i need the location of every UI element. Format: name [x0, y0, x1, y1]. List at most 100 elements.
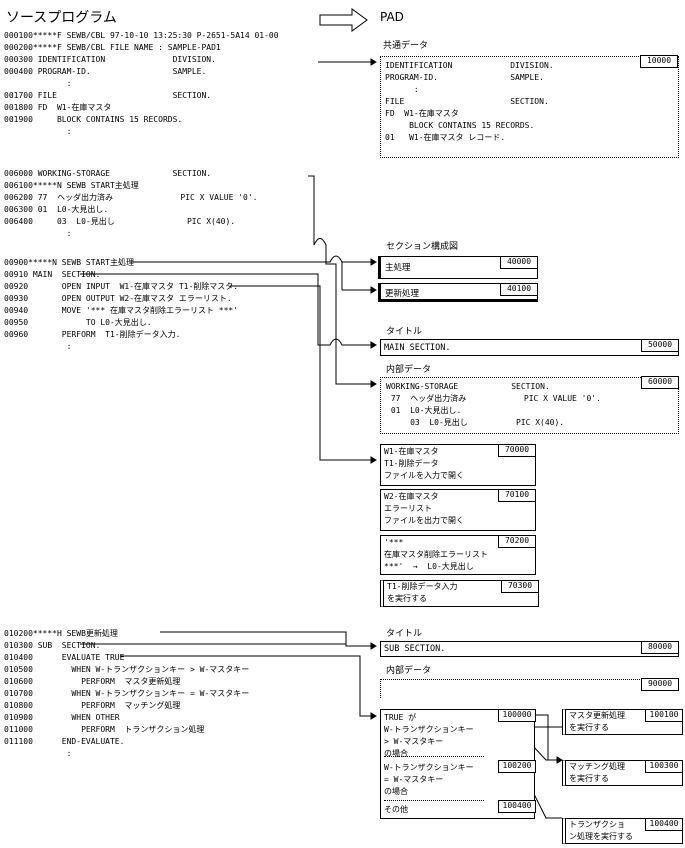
title1-box: 50000 MAIN SECTION.: [380, 339, 679, 356]
text-line: 001700 FILE SECTION.: [4, 91, 212, 100]
text-line: 000200*****F SEWB/CBL FILE NAME : SAMPLE…: [4, 43, 221, 52]
text-line: 010300 SUB SECTION.: [4, 641, 101, 650]
text-line: 001800 FD W1-在庫マスタ: [4, 103, 112, 112]
process-lines: '*** 在庫マスタ削除エラーリスト ***' → L0-大見出し: [384, 537, 488, 573]
text-line: 000400 PROGRAM-ID. SAMPLE.: [4, 67, 207, 76]
text-line: その他: [384, 805, 408, 814]
section-item-label: 更新処理: [385, 289, 420, 299]
internal-data2-number: 90000: [641, 678, 679, 691]
text-line: 在庫マスタ削除エラーリスト: [384, 550, 488, 559]
source-program-title: ソースプログラム: [6, 10, 117, 26]
text-line: 010700 WHEN W-トランザクションキー = W-マスタキー: [4, 689, 250, 698]
text-line: 77 ヘッダ出力済み PIC X VALUE '0'.: [386, 394, 601, 403]
divider: [384, 756, 484, 757]
source-block-1: 000100*****F SEWB/CBL 97-10-10 13:25:30 …: [4, 30, 279, 138]
text-line: エラーリスト: [384, 504, 432, 513]
action-lines: マスタ更新処理を実行する: [569, 710, 625, 734]
text-line: 006000 WORKING-STORAGE SECTION.: [4, 169, 212, 178]
text-line: の場合: [384, 749, 408, 758]
text-line: 001900 BLOCK CONTAINS 15 RECORDS.: [4, 115, 183, 124]
text-line: を実行する: [569, 774, 609, 783]
process-box[interactable]: 70200 '*** 在庫マスタ削除エラーリスト ***' → L0-大見出し: [380, 535, 536, 575]
text-line: ン処理を実行する: [569, 832, 633, 841]
text-line: 006100*****N SEWB START主処理: [4, 181, 139, 190]
process-lines: T1-削除データ入力を実行する: [387, 581, 457, 605]
process-number: 70200: [498, 535, 536, 548]
text-line: 00920 OPEN INPUT W1-在庫マスタ T1-削除マスタ.: [4, 282, 239, 291]
section-item-number: 40000: [500, 256, 538, 269]
text-line: BLOCK CONTAINS 15 RECORDS.: [385, 121, 535, 130]
text-line: 006400 03 L0-見出し PIC X(40).: [4, 217, 236, 226]
section-item-label: 主処理: [385, 263, 411, 273]
text-line: 011000 PERFORM トランザクション処理: [4, 725, 205, 734]
text-line: '***: [384, 538, 404, 547]
action-box[interactable]: 100100 マスタ更新処理を実行する: [562, 709, 683, 735]
text-line: 03 L0-見出し PIC X(40).: [386, 418, 565, 427]
text-line: T1-削除データ: [384, 459, 439, 468]
text-line: FILE SECTION.: [385, 97, 549, 106]
text-line: :: [385, 85, 419, 94]
pad-title: PAD: [380, 10, 404, 24]
text-line: 010200*****H SEWB更新処理: [4, 629, 118, 638]
text-line: 006200 77 ヘッダ出力済み PIC X VALUE '0'.: [4, 193, 258, 202]
case-number: 100000: [498, 709, 536, 722]
text-line: 010900 WHEN OTHER: [4, 713, 120, 722]
divider: [384, 800, 484, 801]
text-line: を実行する: [387, 594, 427, 603]
text-line: 010600 PERFORM マスタ更新処理: [4, 677, 181, 686]
case-number: 100400: [498, 800, 536, 813]
text-line: 010500 WHEN W-トランザクションキー > W-マスタキー: [4, 665, 250, 674]
process-box[interactable]: 70100 W2-在庫マスタエラーリストファイルを出力で開く: [380, 489, 536, 531]
action-number: 100100: [645, 709, 683, 722]
section-item-number: 40100: [500, 283, 538, 296]
action-box[interactable]: 100400 トランザクション処理を実行する: [562, 818, 683, 844]
section-item-update[interactable]: 40100 更新処理: [378, 283, 538, 302]
section-item-main[interactable]: 40000 主処理: [378, 256, 538, 279]
text-line: W1-在庫マスタ: [384, 447, 439, 456]
common-data-number: 10000: [640, 55, 678, 68]
text-line: 01 L0-大見出し.: [386, 406, 462, 415]
action-box[interactable]: 100300 マッチング処理を実行する: [562, 760, 683, 786]
text-line: IDENTIFICATION DIVISION.: [385, 61, 554, 70]
text-line: 000300 IDENTIFICATION DIVISION.: [4, 55, 216, 64]
text-line: ファイルを出力で開く: [384, 516, 464, 525]
text-line: トランザクショ: [569, 820, 625, 829]
right-arrow-icon: [319, 8, 368, 32]
text-line: :: [4, 127, 72, 136]
text-line: > W-マスタキー: [384, 737, 444, 746]
text-line: を実行する: [569, 723, 609, 732]
text-line: 00940 MOVE '*** 在庫マスタ削除エラーリスト ***': [4, 306, 239, 315]
process-box[interactable]: 70300 T1-削除データ入力を実行する: [380, 580, 539, 607]
process-number: 70300: [501, 580, 539, 593]
text-line: W-トランザクションキー: [384, 725, 474, 734]
action-number: 100400: [645, 818, 683, 831]
process-number: 70100: [498, 489, 536, 502]
action-number: 100300: [645, 760, 683, 773]
text-line: 00960 PERFORM T1-削除データ入力.: [4, 330, 181, 339]
text-line: ***' → L0-大見出し: [384, 562, 474, 571]
text-line: 010800 PERFORM マッチング処理: [4, 701, 181, 710]
case-lines: その他: [384, 804, 408, 816]
source-block-2: 006000 WORKING-STORAGE SECTION. 006100***…: [4, 168, 257, 240]
title2-box: 80000 SUB SECTION.: [380, 641, 679, 657]
case-number: 100200: [498, 760, 536, 773]
internal-data-heading: 内部データ: [386, 365, 432, 375]
text-line: = W-マスタキー: [384, 775, 444, 784]
title2-label: SUB SECTION.: [384, 644, 446, 654]
internal-data2-box: [380, 679, 678, 698]
title2-number: 80000: [641, 641, 679, 654]
action-lines: トランザクション処理を実行する: [569, 819, 633, 843]
process-lines: W2-在庫マスタエラーリストファイルを出力で開く: [384, 491, 464, 527]
section-map-heading: セクション構成図: [386, 242, 459, 252]
common-data-heading: 共通データ: [383, 41, 429, 51]
text-line: FD W1-在庫マスタ: [385, 109, 459, 118]
text-line: WORKING-STORAGE SECTION.: [386, 382, 550, 391]
internal-data-box: [380, 377, 679, 434]
title1-number: 50000: [641, 339, 679, 352]
text-line: 011100 END-EVALUATE.: [4, 737, 125, 746]
text-line: マッチング処理: [569, 762, 625, 771]
text-line: 00930 OPEN OUTPUT W2-在庫マスタ エラーリスト.: [4, 294, 232, 303]
text-line: :: [4, 749, 72, 758]
